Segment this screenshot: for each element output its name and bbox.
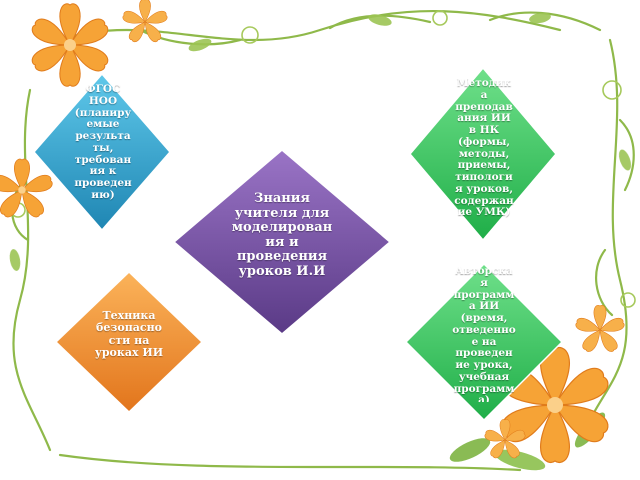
diamond-tehnika: Техника безопасности на уроках ИИ <box>54 270 204 414</box>
node-label-fgos: ФГОС НОО (планируемые результаты, требов… <box>74 83 132 201</box>
node-label-metodika: Методика преподавания ИИ в НК (формы, ме… <box>454 77 514 219</box>
diamond-avtorskaya: Авторская программа ИИ (время, отведенно… <box>404 262 564 422</box>
flower-top-left <box>31 3 109 87</box>
diamond-metodika: Методика преподавания ИИ в НК (формы, ме… <box>408 66 558 242</box>
node-label-tehnika: Техника безопасности на уроках ИИ <box>94 309 164 359</box>
diamond-fgos: ФГОС НОО (планируемые результаты, требов… <box>32 72 172 232</box>
node-label-center: Знания учителя для моделирования и прове… <box>231 191 333 279</box>
flower-left <box>0 158 53 218</box>
diamond-center: Знания учителя для моделирования и прове… <box>172 148 392 336</box>
node-label-avtorskaya: Авторская программа ИИ (время, отведенно… <box>452 266 516 402</box>
